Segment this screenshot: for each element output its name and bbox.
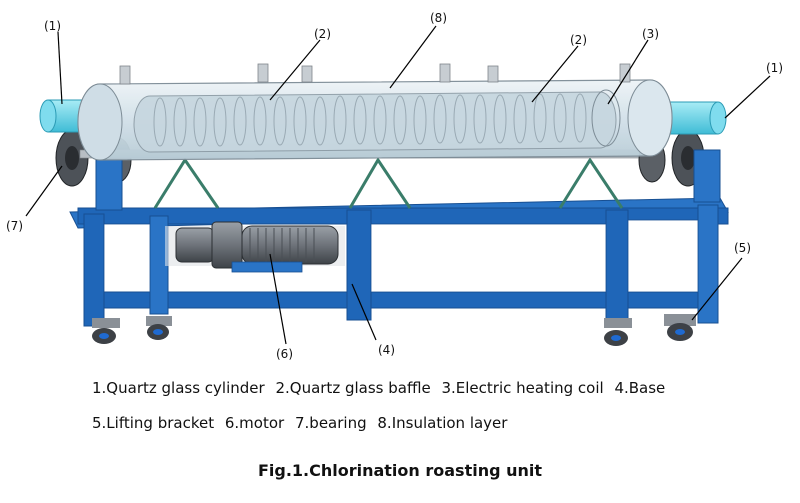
legend-item: 3.Electric heating coil (441, 379, 604, 397)
callout-6: (6) (276, 347, 293, 361)
callout-7: (7) (6, 219, 23, 233)
legend-item: 5.Lifting bracket (92, 414, 215, 432)
lifting-bracket-right (693, 149, 721, 203)
leader-lines (25, 25, 771, 345)
callout-4: (4) (378, 343, 395, 357)
legend-item: 7.bearing (294, 414, 367, 432)
cylinder-supports (153, 157, 624, 209)
callout-2-left: (2) (314, 27, 331, 41)
callout-8: (8) (430, 11, 447, 25)
lifting-bracket-left (95, 159, 123, 211)
callout-5: (5) (734, 241, 751, 255)
quartz-glass-baffle (133, 91, 617, 153)
legend-item: 2.Quartz glass baffle (275, 379, 431, 397)
legend-line-1: 1.Quartz glass cylinder 2.Quartz glass b… (92, 379, 671, 397)
callout-1-left: (1) (44, 19, 61, 33)
legend-item: 8.Insulation layer (377, 414, 508, 432)
legend-item: 1.Quartz glass cylinder (92, 379, 265, 397)
callout-2-right: (2) (570, 33, 587, 47)
legend-item: 4.Base (614, 379, 666, 397)
callout-1-right: (1) (766, 61, 783, 75)
electric-heating-coil (153, 89, 621, 147)
callout-3: (3) (642, 27, 659, 41)
caster-wheels (92, 314, 696, 346)
motor (165, 221, 345, 273)
legend-line-2: 5.Lifting bracket 6.motor 7.bearing 8.In… (92, 414, 513, 432)
legend-item: 6.motor (224, 414, 285, 432)
figure-title: Fig.1.Chlorination roasting unit (257, 461, 543, 480)
